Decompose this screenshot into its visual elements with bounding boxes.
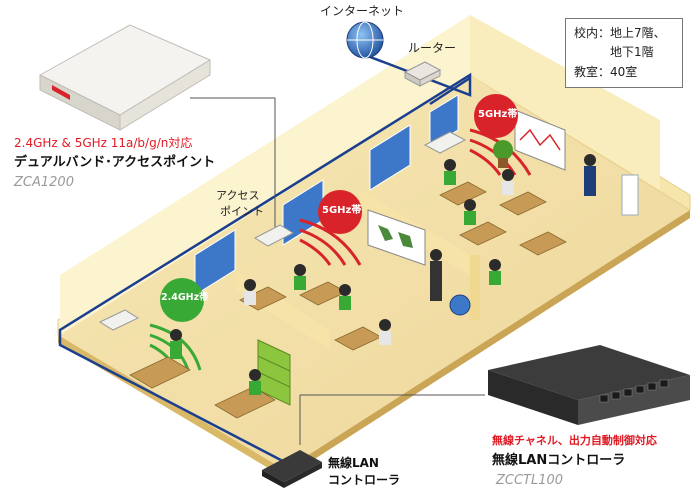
desk-globe xyxy=(449,294,471,316)
world-map xyxy=(367,209,426,266)
ap-device-1 xyxy=(98,131,467,331)
router-label: ルーター xyxy=(408,41,457,55)
info-classrooms: 教室：40室 xyxy=(574,65,638,79)
right-wall-tall xyxy=(470,15,660,190)
door xyxy=(621,174,639,216)
ap-product-leader xyxy=(190,97,276,235)
ap-callout-line2: ポイント xyxy=(220,205,264,218)
badge-24ghz-label: 2.4GHz帯 xyxy=(161,292,209,303)
plant xyxy=(493,140,513,168)
internet-label: インターネット xyxy=(320,4,405,18)
controller-device-icon xyxy=(488,345,690,425)
partition-1 xyxy=(235,270,330,350)
badge-5ghz-2-label: 5GHz帯 xyxy=(322,205,362,216)
ap-spec: 2.4GHz & 5GHz 11a/b/g/n対応 xyxy=(14,136,193,150)
badge-5ghz-2 xyxy=(318,190,362,234)
info-floors: 校内：地上7階、 xyxy=(574,26,666,40)
router-icon xyxy=(403,61,442,87)
whiteboard xyxy=(514,109,566,171)
controller-spec: 無線チャネル、出力自動制御対応 xyxy=(492,434,657,447)
slab-front-right xyxy=(285,210,690,478)
globe-icon xyxy=(346,21,384,59)
badge-24ghz xyxy=(160,278,204,322)
controller-product-name: 無線LANコントローラ xyxy=(492,453,626,468)
floor-slab xyxy=(58,75,690,470)
bookshelf xyxy=(257,339,291,406)
badge-5ghz-1-label: 5GHz帯 xyxy=(478,109,518,120)
small-controller-device xyxy=(262,450,322,488)
lan-controller-callout-line1: 無線LAN xyxy=(328,456,379,470)
badge-5ghz-1 xyxy=(474,94,518,138)
building-info-box: 校内：地上7階、 地下1階 教室：40室 xyxy=(565,18,683,88)
partition-3 xyxy=(470,255,480,320)
info-basement: 地下1階 xyxy=(610,45,654,59)
waves-5ghz-b xyxy=(299,218,362,266)
access-point-device-icon xyxy=(38,24,212,131)
lan-controller-callout-line2: コントローラ xyxy=(328,473,401,487)
people xyxy=(170,154,596,395)
ap-callout-line1: アクセス xyxy=(216,189,260,202)
left-wall-tall xyxy=(60,15,470,335)
ap-product-name: デュアルバンド･アクセスポイント xyxy=(14,155,216,170)
slab-front-left xyxy=(58,335,285,478)
network-cable-ap xyxy=(429,76,471,106)
ap-model: ZCA1200 xyxy=(14,175,74,190)
controller-model: ZCCTL100 xyxy=(496,473,564,488)
